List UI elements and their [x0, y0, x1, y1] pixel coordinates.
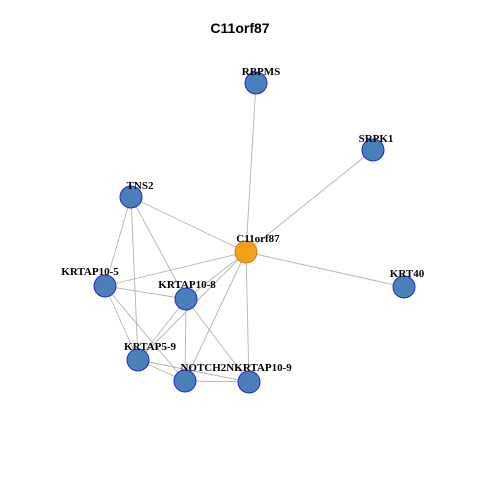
node-krtap10-8 — [174, 287, 198, 311]
node-srpk1 — [361, 138, 385, 162]
figure-title: C11orf87 — [210, 20, 270, 36]
node-notch2nl — [173, 369, 197, 393]
node-label-krtap5-9: KRTAP5-9 — [124, 341, 176, 353]
edge-tns2-krtap10-8 — [130, 196, 187, 300]
edge-c11orf87-tns2 — [130, 196, 247, 253]
node-label-notch2nl: NOTCH2NL — [180, 362, 241, 374]
edge-krtap10-5-krtap10-8 — [104, 285, 187, 300]
edge-krtap10-8-krtap5-9 — [137, 298, 187, 361]
node-rbpms — [244, 71, 268, 95]
node-label-krtap10-8: KRTAP10-8 — [158, 279, 216, 291]
node-c11orf87 — [234, 240, 258, 264]
edge-c11orf87-krt40 — [245, 251, 405, 288]
node-label-krtap10-9: KRTAP10-9 — [234, 362, 292, 374]
node-krtap5-9 — [126, 348, 150, 372]
edge-krtap10-8-notch2nl — [184, 298, 187, 382]
edge-tns2-krtap5-9 — [130, 196, 139, 361]
node-label-srpk1: SRPK1 — [359, 133, 394, 145]
edge-c11orf87-krtap10-5 — [104, 251, 247, 287]
nodes-layer — [93, 71, 416, 394]
edge-tns2-krtap10-5 — [104, 196, 132, 287]
edge-krtap10-5-notch2nl — [104, 285, 186, 382]
edge-krtap10-8-krtap10-9 — [185, 298, 250, 383]
edge-c11orf87-rbpms — [245, 82, 257, 253]
node-krtap10-5 — [93, 274, 117, 298]
edge-c11orf87-notch2nl — [184, 251, 247, 382]
edge-c11orf87-krtap10-9 — [245, 251, 250, 383]
edge-krtap5-9-krtap10-9 — [137, 359, 250, 383]
node-krtap10-9 — [237, 370, 261, 394]
edges-layer — [104, 82, 405, 383]
node-label-tns2: TNS2 — [127, 180, 154, 192]
edge-c11orf87-krtap10-8 — [185, 251, 247, 300]
node-label-krt40: KRT40 — [390, 268, 425, 280]
edge-c11orf87-srpk1 — [245, 149, 374, 253]
edge-krtap10-5-krtap5-9 — [104, 285, 139, 361]
node-krt40 — [392, 275, 416, 299]
node-label-krtap10-5: KRTAP10-5 — [61, 266, 119, 278]
node-label-rbpms: RBPMS — [242, 66, 281, 78]
node-tns2 — [119, 185, 143, 209]
node-label-c11orf87: C11orf87 — [236, 233, 280, 245]
